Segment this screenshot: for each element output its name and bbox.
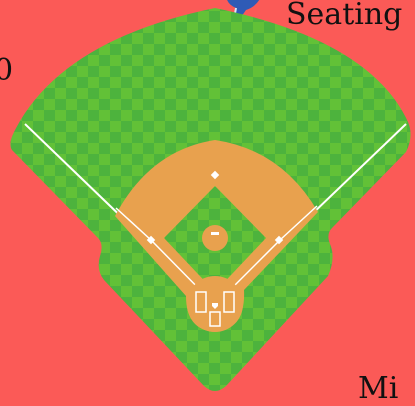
partial-bottom-label: Mi: [358, 374, 398, 404]
seating-label: Seating: [286, 0, 402, 30]
home-plate-area: [187, 276, 243, 332]
pitchers-mound: [202, 225, 228, 251]
partial-number-label: 0: [0, 56, 13, 86]
baseball-field-map: [0, 0, 415, 394]
